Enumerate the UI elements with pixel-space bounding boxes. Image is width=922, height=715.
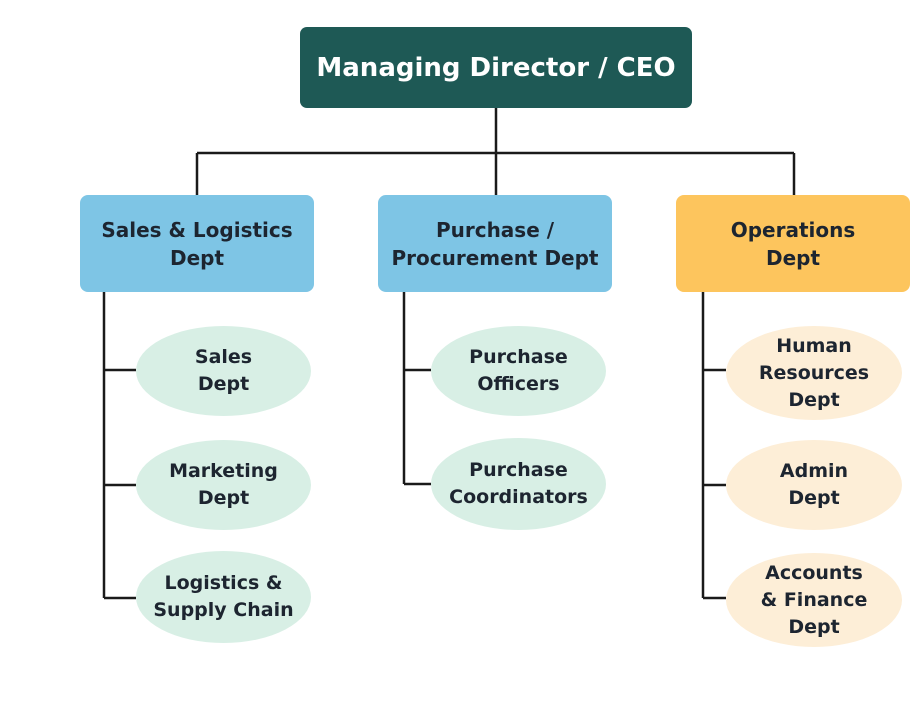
sub-admin-dept: Admin Dept bbox=[726, 440, 902, 530]
sub-sales-dept: Sales Dept bbox=[136, 326, 311, 416]
dept-purchase-procurement: Purchase / Procurement Dept bbox=[378, 195, 612, 292]
sub-human-resources-dept: Human Resources Dept bbox=[726, 326, 902, 420]
dept-operations: Operations Dept bbox=[676, 195, 910, 292]
ceo-label: Managing Director / CEO bbox=[316, 52, 676, 83]
sub-marketing-dept-label: Marketing Dept bbox=[169, 460, 278, 509]
sub-accounts-finance-dept: Accounts & Finance Dept bbox=[726, 553, 902, 647]
sub-logistics-supply-chain: Logistics & Supply Chain bbox=[136, 551, 311, 643]
sub-logistics-supply-chain-label: Logistics & Supply Chain bbox=[153, 572, 294, 621]
dept-sales-logistics: Sales & Logistics Dept bbox=[80, 195, 314, 292]
sub-accounts-finance-dept-label: Accounts & Finance Dept bbox=[760, 561, 868, 638]
dept-sales-logistics-label: Sales & Logistics Dept bbox=[101, 217, 293, 270]
dept-operations-label: Operations Dept bbox=[730, 217, 856, 270]
dept-purchase-procurement-label: Purchase / Procurement Dept bbox=[391, 217, 599, 270]
sub-sales-dept-label: Sales Dept bbox=[194, 346, 253, 395]
ceo-node: Managing Director / CEO bbox=[300, 27, 692, 108]
sub-purchase-officers: Purchase Officers bbox=[431, 326, 606, 416]
sub-purchase-officers-label: Purchase Officers bbox=[469, 346, 568, 395]
sub-admin-dept-label: Admin Dept bbox=[779, 460, 849, 509]
sub-purchase-coordinators-label: Purchase Coordinators bbox=[449, 459, 588, 508]
sub-marketing-dept: Marketing Dept bbox=[136, 440, 311, 530]
sub-human-resources-dept-label: Human Resources Dept bbox=[758, 334, 870, 411]
sub-purchase-coordinators: Purchase Coordinators bbox=[431, 438, 606, 530]
